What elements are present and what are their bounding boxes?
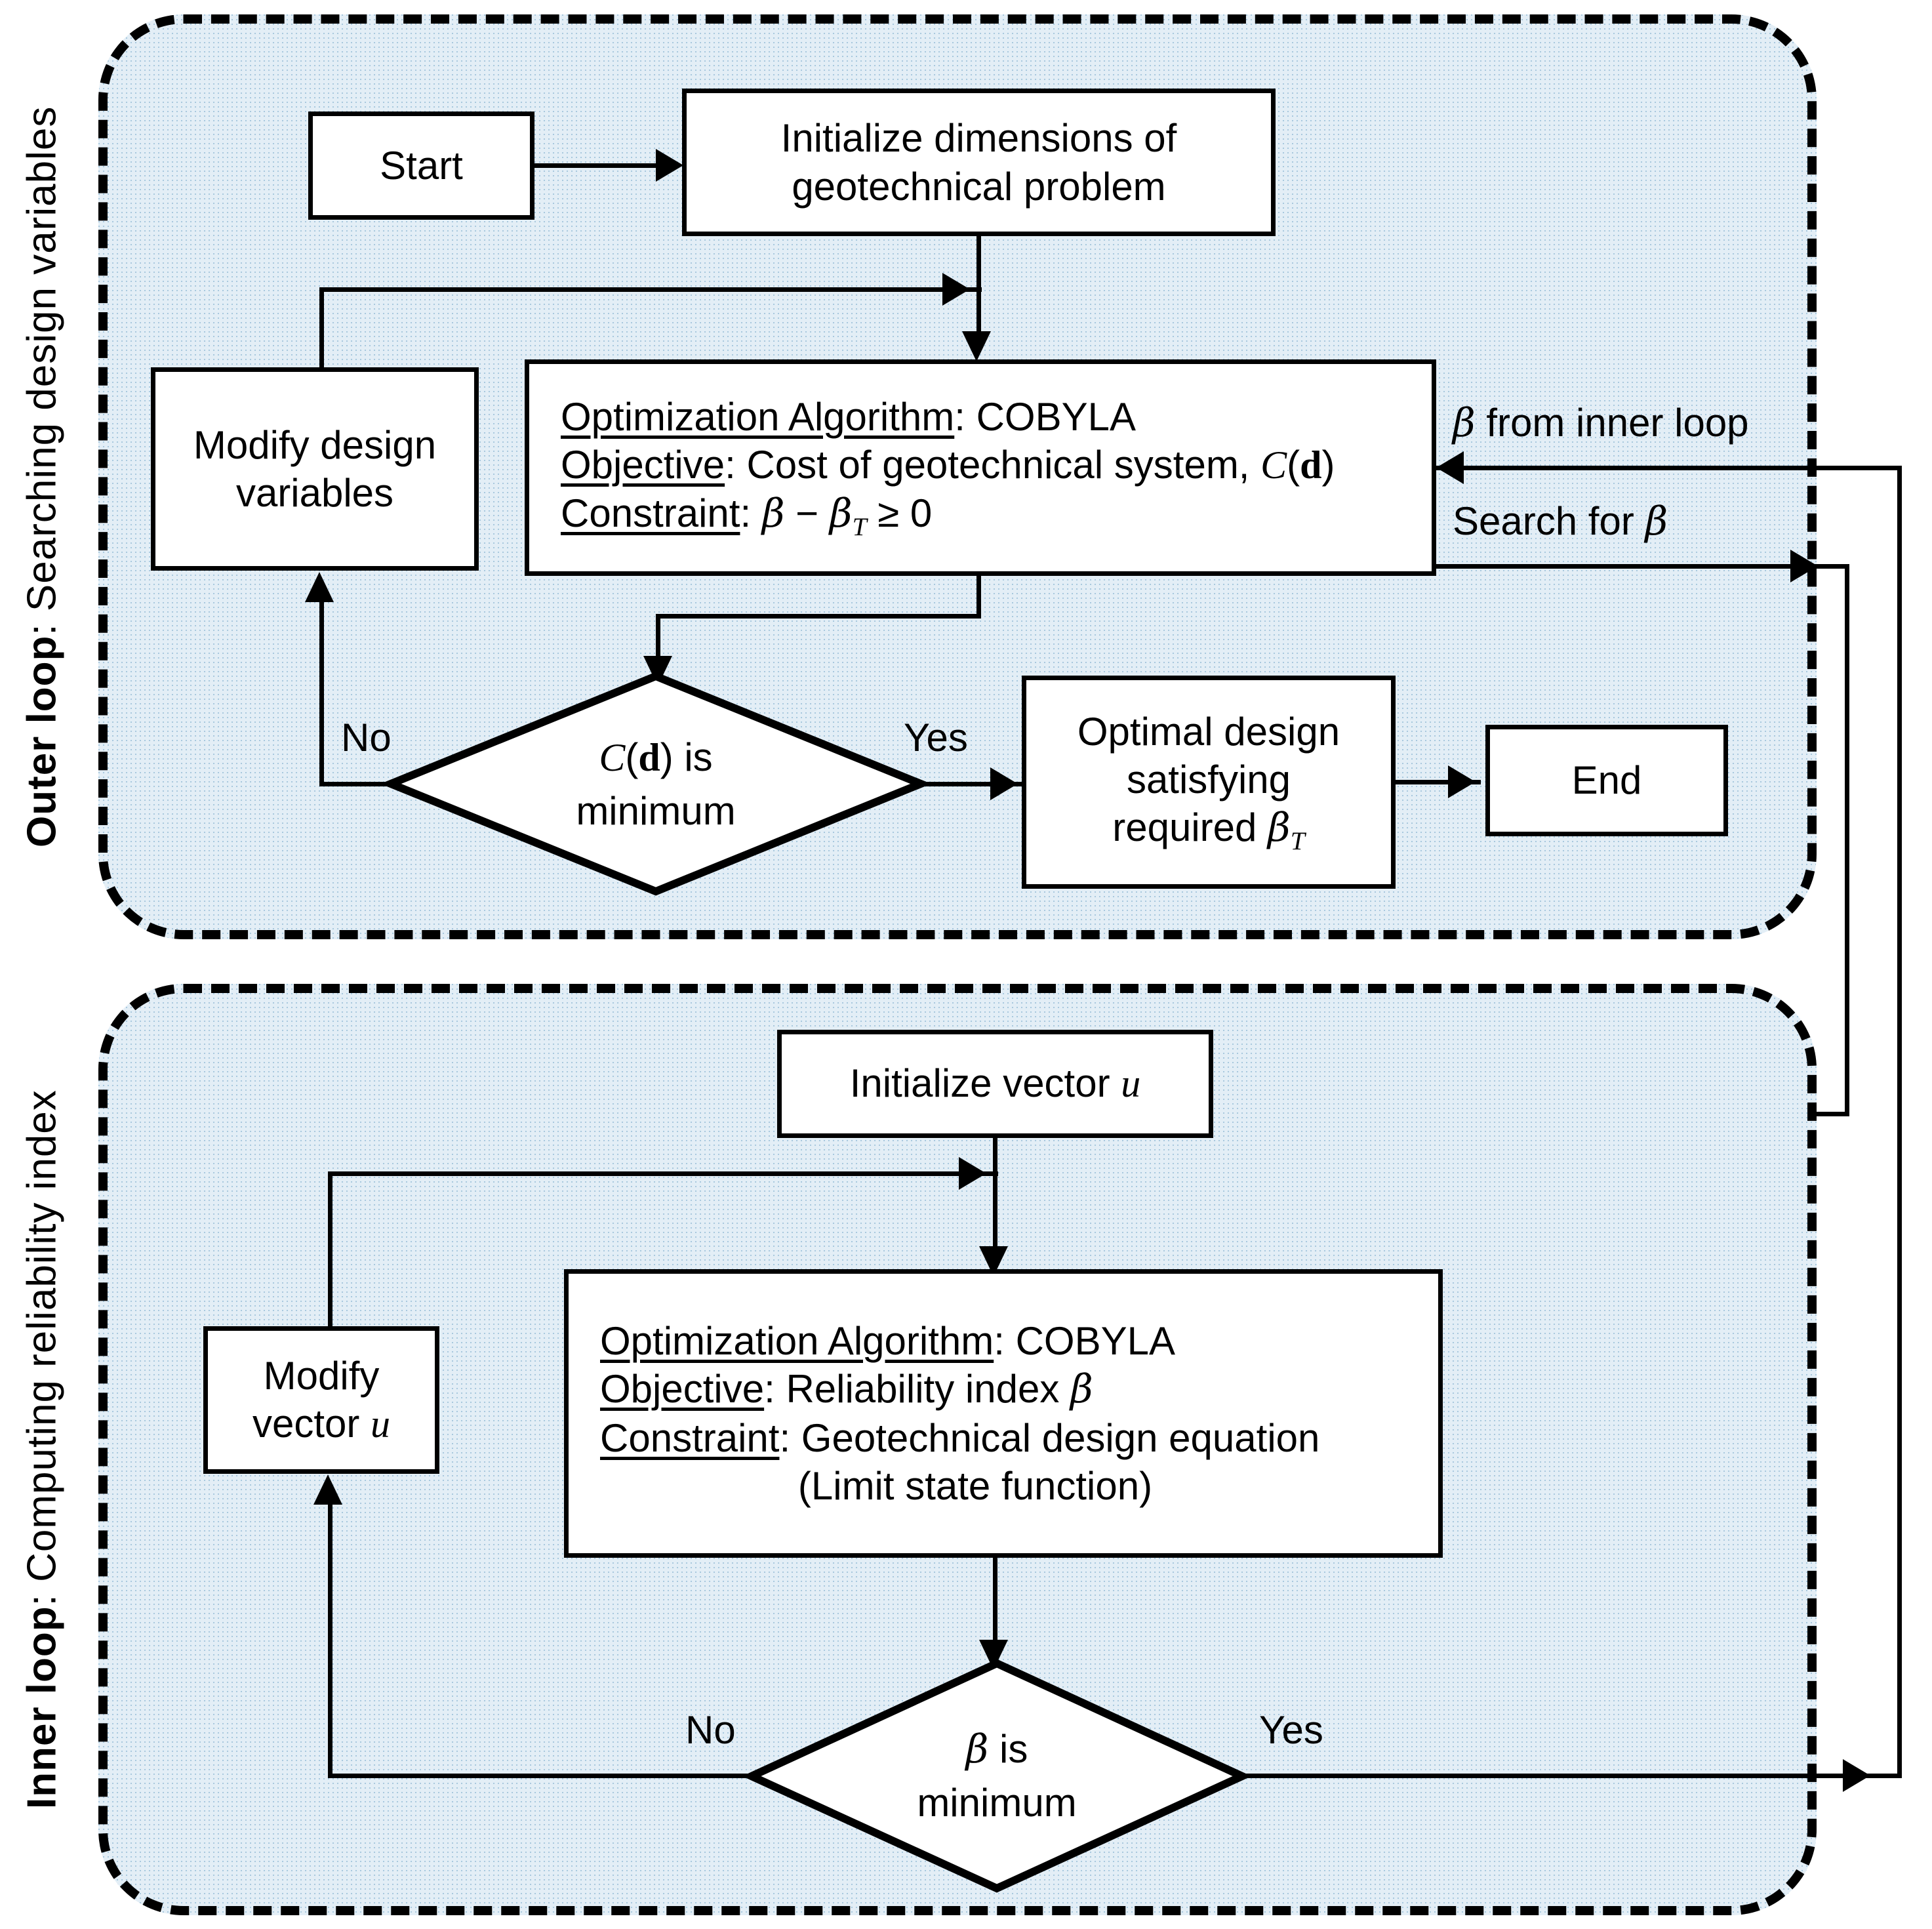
node-end[interactable]: End: [1485, 725, 1728, 836]
arrowhead-beta-from-inner: [1436, 451, 1464, 484]
node-outer-algorithm[interactable]: Optimization Algorithm: COBYLA Objective…: [525, 359, 1436, 576]
label-search-for-beta: Search for β: [1453, 498, 1668, 544]
outer-algorithm-line-3: Constraint: β − βT ≥ 0: [561, 489, 1422, 542]
connector-outer-yes: [918, 782, 1023, 786]
arrowhead-optimal-to-end: [1448, 765, 1476, 798]
outer-loop-label-bold: Outer loop: [19, 635, 65, 848]
outer-algorithm-line1-label: Optimization Algorithm: [561, 394, 955, 439]
connector-search-for-beta-down: [1845, 564, 1849, 1116]
arrowhead-outer-no-to-modify: [305, 572, 334, 602]
outer-loop-label-rest: : Searching design variables: [19, 106, 65, 636]
connector-inner-yes-horizontal: [1239, 1774, 1902, 1778]
connector-inner-no-horizontal: [328, 1774, 754, 1778]
label-outer-no: No: [341, 716, 392, 760]
connector-outer-algo-to-diamond-horizontal: [656, 614, 981, 619]
connector-modify-feedback-horizontal: [319, 287, 982, 292]
outer-loop-side-label: Outer loop: Searching design variables: [9, 14, 75, 939]
node-start[interactable]: Start: [308, 112, 534, 220]
node-initialize-vector-u[interactable]: Initialize vector u: [777, 1030, 1213, 1138]
arrowhead-modify-feedback: [942, 273, 970, 306]
connector-inner-no-vertical: [328, 1495, 332, 1776]
connector-inner-algo-to-diamond: [993, 1558, 997, 1656]
outer-algorithm-line2-value: : Cost of geotechnical system, C(d): [725, 442, 1335, 487]
inner-algorithm-line2-label: Objective: [600, 1367, 765, 1411]
inner-loop-side-label: Inner loop: Computing reliability index: [9, 984, 75, 1915]
connector-outer-no-vertical: [319, 584, 324, 784]
node-initialize-dimensions[interactable]: Initialize dimensions of geotechnical pr…: [682, 89, 1276, 236]
connector-inner-yes-up: [1897, 466, 1902, 1776]
node-initialize-dimensions-label: Initialize dimensions of geotechnical pr…: [780, 116, 1177, 209]
inner-algorithm-line-4: (Limit state function): [600, 1462, 1429, 1510]
connector-start-to-initialize: [534, 163, 666, 168]
arrowhead-search-for-beta: [1790, 550, 1818, 582]
inner-loop-label-rest: : Computing reliability index: [19, 1089, 65, 1606]
inner-algorithm-line1-label: Optimization Algorithm: [600, 1319, 994, 1364]
arrowhead-inner-no-to-modify-u: [313, 1474, 342, 1505]
connector-search-for-beta-horizontal: [1436, 564, 1849, 569]
outer-algorithm-line2-label: Objective: [561, 442, 725, 487]
outer-algorithm-line3-label: Constraint: [561, 491, 740, 536]
outer-algorithm-line1-value: : COBYLA: [954, 394, 1137, 439]
inner-algorithm-line1-value: : COBYLA: [994, 1319, 1176, 1364]
node-inner-algorithm[interactable]: Optimization Algorithm: COBYLA Objective…: [564, 1269, 1443, 1558]
arrowhead-inner-yes: [1843, 1759, 1870, 1792]
inner-algorithm-line-3: Constraint: Geotechnical design equation: [600, 1414, 1429, 1462]
arrowhead-outer-yes: [990, 767, 1018, 800]
outer-algorithm-line3-value: : β − βT ≥ 0: [740, 491, 933, 542]
inner-algorithm-line2-value: : Reliability index β: [764, 1366, 1093, 1413]
outer-algorithm-line-2: Objective: Cost of geotechnical system, …: [561, 441, 1422, 489]
connector-optimal-to-end: [1396, 780, 1481, 784]
inner-loop-label-bold: Inner loop: [19, 1606, 65, 1810]
node-modify-design-variables-label: Modify design variables: [193, 422, 437, 515]
label-beta-from-inner: β from inner loop: [1453, 400, 1749, 446]
connector-modify-u-feedback-horizontal: [328, 1171, 998, 1176]
node-end-label: End: [1571, 758, 1642, 803]
connector-modify-u-feedback-vertical: [328, 1171, 332, 1329]
node-initialize-vector-u-label: Initialize vector u: [849, 1061, 1141, 1106]
arrowhead-initialize-down: [962, 331, 991, 361]
node-outer-algorithm-body: Optimization Algorithm: COBYLA Objective…: [538, 393, 1422, 543]
label-outer-yes: Yes: [904, 716, 968, 760]
inner-algorithm-line3-value: : Geotechnical design equation: [779, 1415, 1320, 1460]
node-inner-algorithm-body: Optimization Algorithm: COBYLA Objective…: [578, 1317, 1429, 1510]
connector-outer-algo-down-stub: [976, 576, 981, 619]
inner-algorithm-line4-value: (Limit state function): [797, 1463, 1153, 1508]
outer-algorithm-line-1: Optimization Algorithm: COBYLA: [561, 393, 1422, 441]
inner-algorithm-line3-label: Constraint: [600, 1415, 780, 1460]
node-modify-design-variables[interactable]: Modify design variables: [151, 367, 479, 571]
label-inner-yes: Yes: [1259, 1708, 1323, 1752]
connector-outer-no-horizontal: [319, 782, 392, 786]
inner-algorithm-line-2: Objective: Reliability index β: [600, 1365, 1429, 1413]
arrowhead-modify-u-feedback: [959, 1157, 986, 1190]
node-start-label: Start: [380, 143, 463, 188]
label-inner-no: No: [685, 1708, 736, 1752]
connector-beta-from-inner-horizontal: [1436, 466, 1902, 470]
inner-algorithm-line-1: Optimization Algorithm: COBYLA: [600, 1317, 1429, 1365]
connector-init-u-down: [993, 1138, 997, 1263]
connector-outer-algo-to-diamond-vertical: [656, 614, 660, 670]
arrowhead-start-to-initialize: [656, 149, 683, 182]
connector-modify-feedback-vertical: [319, 287, 324, 367]
